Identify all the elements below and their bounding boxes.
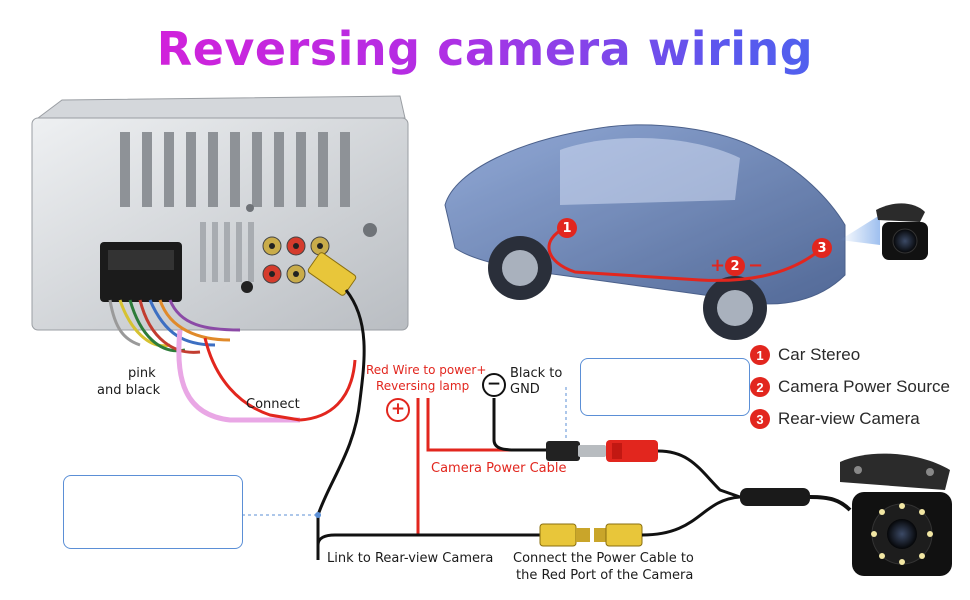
car-marker-3: 3 [812,238,832,258]
red-wire-stereo [203,337,301,422]
camera-tail [809,495,852,512]
label-gnd: GND [510,382,540,397]
plus-icon: + [386,398,410,422]
page-title: Reversing camera wiring [0,22,970,76]
legend-num-3: 3 [750,409,770,429]
legend-item-car-stereo: 1 Car Stereo [750,345,860,365]
pink-wire [176,329,300,423]
label-black-to: Black to [510,366,563,381]
minus-icon: − [482,373,506,397]
car-marker-plus: + [710,255,726,276]
label-reversing-lamp: Reversing lamp [376,379,470,393]
label-and-black: and black [97,383,161,398]
car-marker-1: 1 [557,218,577,238]
label-pink: pink [128,366,156,381]
legend-num-2: 2 [750,377,770,397]
camera-video-lead [641,495,741,537]
label-connect-power-1: Connect the Power Cable to [513,551,694,566]
red-power-socket [606,440,658,462]
camera-power-lead [657,449,741,499]
legend-num-1: 1 [750,345,770,365]
label-red-wire-power: Red Wire to power+ [366,363,487,377]
legend-label-3: Rear-view Camera [778,409,920,428]
link-point-dot [315,512,321,518]
inset-extension-cable [63,475,243,549]
legend-item-rear-camera: 3 Rear-view Camera [750,409,920,429]
legend-item-camera-power: 2 Camera Power Source [750,377,950,397]
red-wire-connect [299,359,357,422]
label-camera-power-cable: Camera Power Cable [431,461,567,476]
legend-label-2: Camera Power Source [778,377,950,396]
black-gnd-wire [492,398,546,452]
dc-power-plug [546,441,606,461]
legend-label-1: Car Stereo [778,345,861,364]
car-illustration [444,124,846,340]
label-link-rear-view: Link to Rear-view Camera [327,551,494,566]
car-stereo-unit [31,95,409,331]
cable-junction [740,488,810,506]
car-wire-route [547,226,821,282]
car-rear-camera-small [876,203,928,260]
video-cable-link [316,533,540,560]
video-cable-stereo [316,289,366,560]
car-marker-minus: − [748,255,764,276]
rear-view-camera [840,453,952,576]
inset-power-cable [580,358,750,416]
stereo-yellow-rca-plug [307,252,357,296]
yellow-rca-pair [539,523,643,547]
label-connect-power-2: the Red Port of the Camera [516,568,694,583]
car-marker-2: 2 [725,256,745,276]
label-connect: Connect [246,397,300,412]
camera-view-beam [840,215,880,245]
